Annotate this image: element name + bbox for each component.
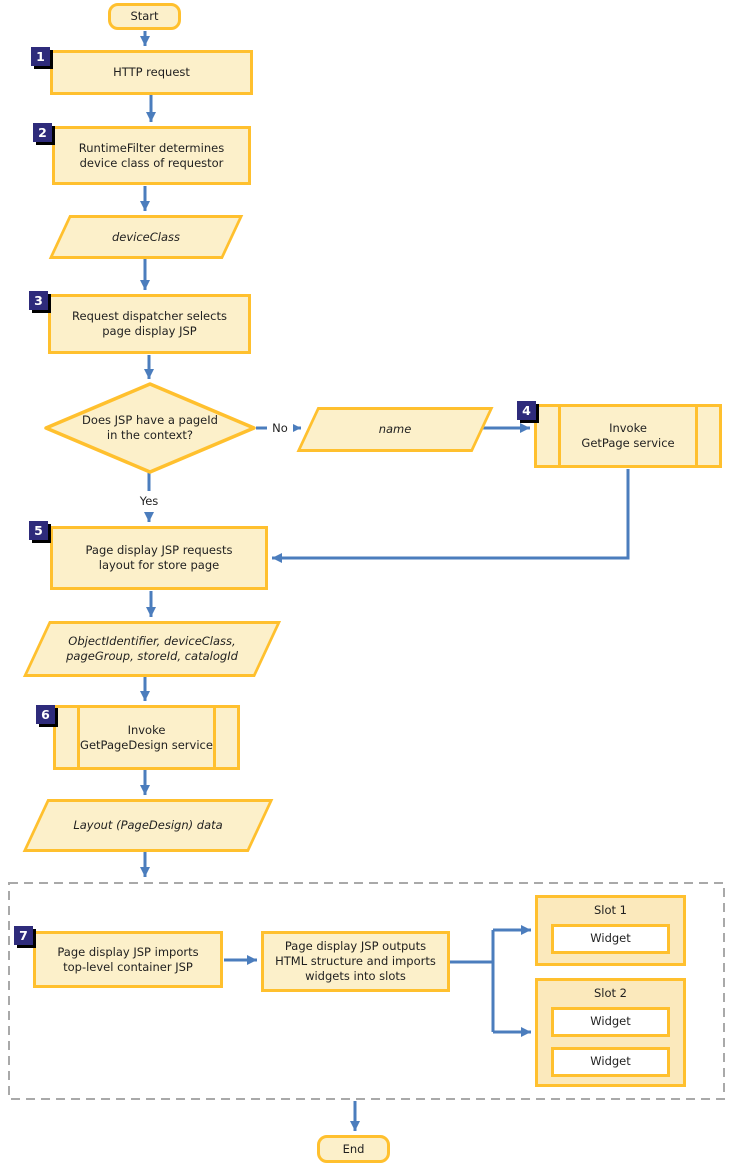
slot1-widget: Widget <box>551 923 670 954</box>
step5-jsp-requests-layout: Page display JSP requests layout for sto… <box>50 526 268 590</box>
step1-http-request: HTTP request <box>50 50 253 95</box>
slot2: Slot 2 Widget Widget <box>535 978 686 1087</box>
layout-data-label: Layout (PageDesign) data <box>73 818 223 833</box>
step3-number-badge: 3 <box>29 291 48 310</box>
no-branch-label: No <box>267 420 293 436</box>
step6-label: Invoke GetPageDesign service <box>80 722 213 752</box>
end-node: End <box>317 1135 390 1163</box>
slot2-widget: Widget <box>551 1006 670 1037</box>
subprocess-bar <box>558 407 561 465</box>
name-data-label: name <box>378 422 412 437</box>
subprocess-bar <box>77 708 80 767</box>
step2-number-badge: 2 <box>33 123 52 142</box>
decision-pageid-in-context: Does JSP have a pageId in the context? <box>43 381 257 475</box>
decision-label: Does JSP have a pageId in the context? <box>82 413 218 442</box>
diamond-shape <box>44 382 256 474</box>
layout-data-parallelogram: Layout (PageDesign) data <box>22 799 274 852</box>
step7-number-badge: 7 <box>14 926 33 945</box>
step4-number-badge: 4 <box>517 401 536 420</box>
slot1: Slot 1 Widget <box>535 895 686 966</box>
name-data-parallelogram: name <box>295 407 495 452</box>
slot2-widget: Widget <box>551 1046 670 1077</box>
step5-number-badge: 5 <box>29 521 48 540</box>
step4-invoke-getpage: Invoke GetPage service <box>534 404 722 468</box>
step6-number-badge: 6 <box>36 705 55 724</box>
step3-request-dispatcher: Request dispatcher selects page display … <box>48 294 251 354</box>
yes-branch-label: Yes <box>133 493 165 510</box>
step2-runtime-filter: RuntimeFilter determines device class of… <box>52 126 251 185</box>
slot1-label: Slot 1 <box>593 903 627 917</box>
step7-imports-container-jsp: Page display JSP imports top-level conta… <box>33 931 223 988</box>
params-data-parallelogram: ObjectIdentifier, deviceClass, pageGroup… <box>22 621 282 677</box>
edge-step4-to-step5 <box>272 469 630 563</box>
step6-invoke-getpagedesign: Invoke GetPageDesign service <box>53 705 240 770</box>
start-node: Start <box>108 3 181 30</box>
deviceclass-data-label: deviceClass <box>111 229 181 244</box>
slot2-label: Slot 2 <box>593 986 627 1000</box>
deviceclass-data-parallelogram: deviceClass <box>47 215 245 259</box>
step1-number-badge: 1 <box>31 47 50 66</box>
subprocess-bar <box>695 407 698 465</box>
subprocess-bar <box>213 708 216 767</box>
step4-label: Invoke GetPage service <box>581 421 675 450</box>
step8-outputs-html-structure: Page display JSP outputs HTML structure … <box>261 931 450 992</box>
params-data-label: ObjectIdentifier, deviceClass, pageGroup… <box>66 634 238 663</box>
